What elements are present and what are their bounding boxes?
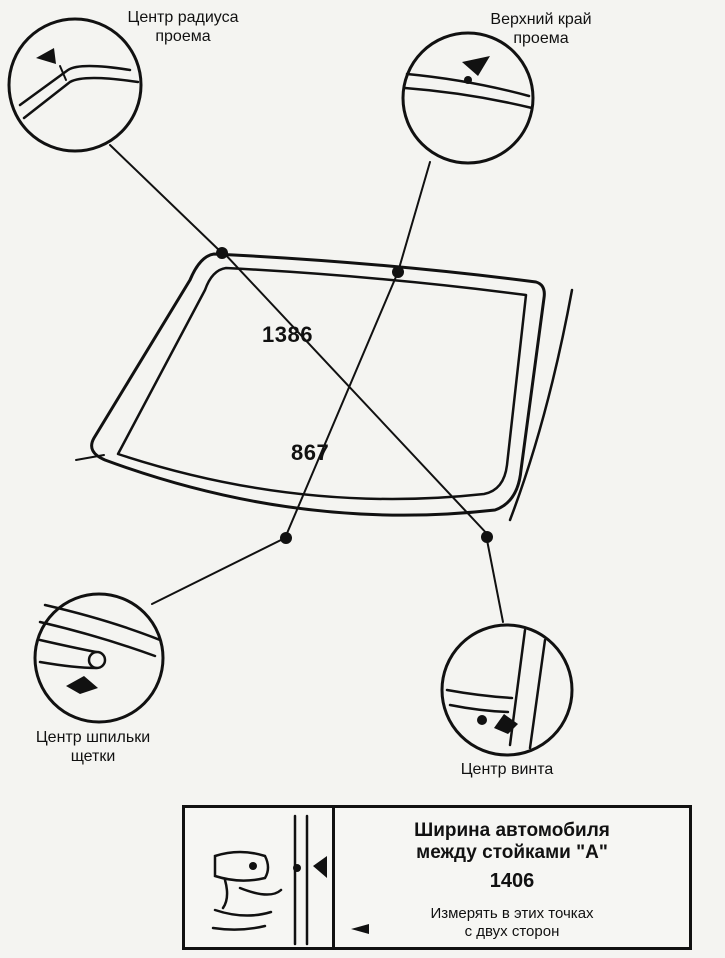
legend-arrow-icon — [351, 924, 369, 934]
point-wiper-stud — [280, 532, 292, 544]
leader-line-wiper-stud — [151, 537, 286, 605]
leader-line-screw — [486, 539, 504, 623]
arrow-marker-screw — [494, 714, 518, 734]
point-screw — [481, 531, 493, 543]
leader-line-radius-center — [109, 144, 222, 253]
a-pillar-line — [508, 288, 574, 522]
dimension-vertical: 867 — [291, 440, 330, 465]
windshield-inner-frame — [116, 266, 528, 501]
detail-circle-upper-edge — [401, 31, 535, 165]
detail-circle-screw — [440, 623, 574, 757]
detail-circle-wiper-stud — [33, 592, 165, 724]
label-screw-center: Центр винта — [460, 761, 554, 778]
diagonal-measurement-line — [222, 251, 491, 538]
point-upper-edge — [392, 266, 404, 278]
dot-marker-screw — [477, 715, 487, 725]
label-radius-center: Центр радиуса проема — [127, 9, 239, 45]
pillar-measurement-icon — [211, 814, 327, 946]
legend-title: Ширина автомобиля между стойками "А" — [414, 820, 610, 863]
point-radius-center — [216, 247, 228, 259]
cowl-line — [75, 454, 105, 461]
label-wiper-stud-center: Центр шпильки щетки — [35, 729, 151, 765]
legend-note: Измерять в этих точках с двух сторон — [430, 905, 594, 940]
legend-value: 1406 — [489, 870, 535, 892]
arrow-marker-radius — [36, 48, 56, 64]
arrow-marker-wiper — [66, 676, 98, 694]
dot-marker-upper — [464, 76, 472, 84]
vertical-measurement-line — [284, 271, 399, 539]
arrow-marker-upper — [462, 56, 490, 76]
dimension-diagonal: 1386 — [262, 322, 313, 347]
legend-box: Ширина автомобиля между стойками "А" 140… — [182, 805, 692, 950]
legend-divider — [332, 808, 335, 947]
detail-circle-radius-center — [7, 17, 143, 153]
windshield-outer-frame — [90, 252, 546, 517]
leader-line-upper-edge — [397, 161, 431, 273]
label-upper-edge: Верхний край проема — [490, 11, 592, 47]
